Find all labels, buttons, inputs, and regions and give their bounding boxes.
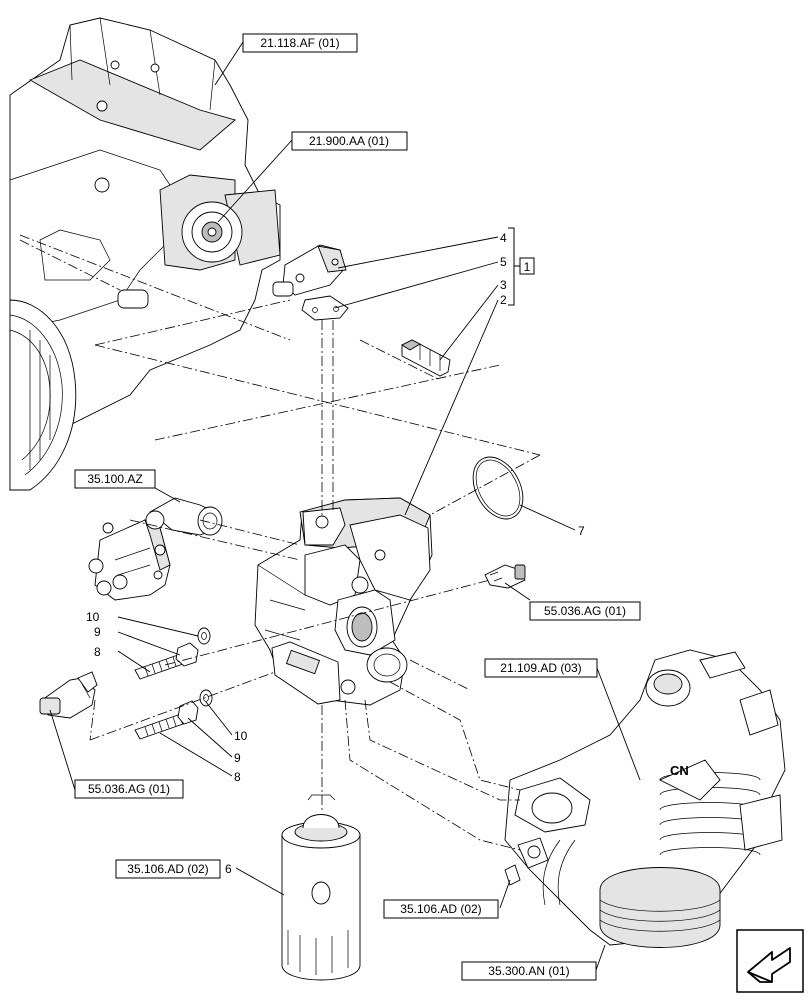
svg-text:35.100.AZ: 35.100.AZ bbox=[87, 472, 142, 486]
callout-8-lower: 8 bbox=[234, 770, 241, 784]
pressure-sensor-left bbox=[39, 671, 98, 719]
ref-box-21118af[interactable]: 21.118.AF (01) bbox=[242, 33, 358, 53]
stud-upper bbox=[134, 654, 184, 680]
ref-box-35300an[interactable]: 35.300.AN (01) bbox=[461, 961, 597, 981]
next-page-arrow-icon[interactable] bbox=[736, 929, 804, 993]
svg-text:21.118.AF (01): 21.118.AF (01) bbox=[260, 36, 339, 50]
kit-box bbox=[519, 257, 535, 275]
callout-7: 7 bbox=[578, 524, 585, 538]
kit-bracket: 1 bbox=[508, 227, 535, 306]
callout-6: 6 bbox=[225, 862, 232, 876]
transmission-housing bbox=[9, 17, 281, 492]
svg-text:35.106.AD (02): 35.106.AD (02) bbox=[127, 862, 208, 876]
ref-box-21900aa[interactable]: 21.900.AA (01) bbox=[291, 131, 408, 151]
washer-lower bbox=[199, 689, 213, 707]
stud-lower bbox=[134, 714, 184, 740]
assembly-centerlines bbox=[19, 234, 541, 851]
leader-lines bbox=[49, 41, 641, 971]
o-ring bbox=[472, 456, 524, 520]
ref-box-35100az[interactable]: 35.100.AZ bbox=[74, 469, 156, 489]
ref-box-21109ad[interactable]: 21.109.AD (03) bbox=[484, 658, 598, 678]
callout-3: 3 bbox=[500, 278, 507, 292]
temperature-sensor-right bbox=[484, 564, 526, 589]
svg-text:35.106.AD (02): 35.106.AD (02) bbox=[400, 902, 481, 916]
nut-upper bbox=[175, 642, 199, 667]
ref-box-55036ag-right[interactable]: 55.036.AG (01) bbox=[529, 601, 641, 621]
svg-text:55.036.AG (01): 55.036.AG (01) bbox=[544, 604, 626, 618]
callout-10-upper: 10 bbox=[86, 610, 100, 624]
callout-2: 2 bbox=[500, 293, 507, 307]
rear-axle-assembly: CN bbox=[504, 649, 786, 948]
control-valve-block bbox=[88, 497, 223, 601]
ref-box-35106ad-filter[interactable]: 35.106.AD (02) bbox=[115, 859, 221, 879]
callout-4: 4 bbox=[500, 231, 507, 245]
cnh-logo: CN bbox=[670, 763, 689, 778]
svg-text:35.300.AN (01): 35.300.AN (01) bbox=[488, 964, 569, 978]
callout-10-lower: 10 bbox=[234, 729, 248, 743]
callout-8-upper: 8 bbox=[94, 645, 101, 659]
solenoid-valve bbox=[272, 244, 349, 321]
ref-box-55036ag-left[interactable]: 55.036.AG (01) bbox=[74, 779, 184, 799]
svg-text:55.036.AG (01): 55.036.AG (01) bbox=[88, 782, 170, 796]
oil-filter bbox=[281, 794, 361, 981]
svg-text:21.900.AA (01): 21.900.AA (01) bbox=[309, 134, 389, 148]
pressure-fitting bbox=[401, 339, 451, 377]
ref-box-35106ad-axle[interactable]: 35.106.AD (02) bbox=[383, 899, 499, 919]
hydraulic-pump bbox=[254, 497, 433, 706]
washer-upper bbox=[197, 627, 211, 645]
callout-kit: 1 bbox=[524, 260, 531, 274]
svg-text:21.109.AD (03): 21.109.AD (03) bbox=[500, 661, 581, 675]
nut-lower bbox=[177, 700, 199, 725]
callout-5: 5 bbox=[500, 255, 507, 269]
callout-9-upper: 9 bbox=[94, 625, 101, 639]
callout-9-lower: 9 bbox=[234, 751, 241, 765]
